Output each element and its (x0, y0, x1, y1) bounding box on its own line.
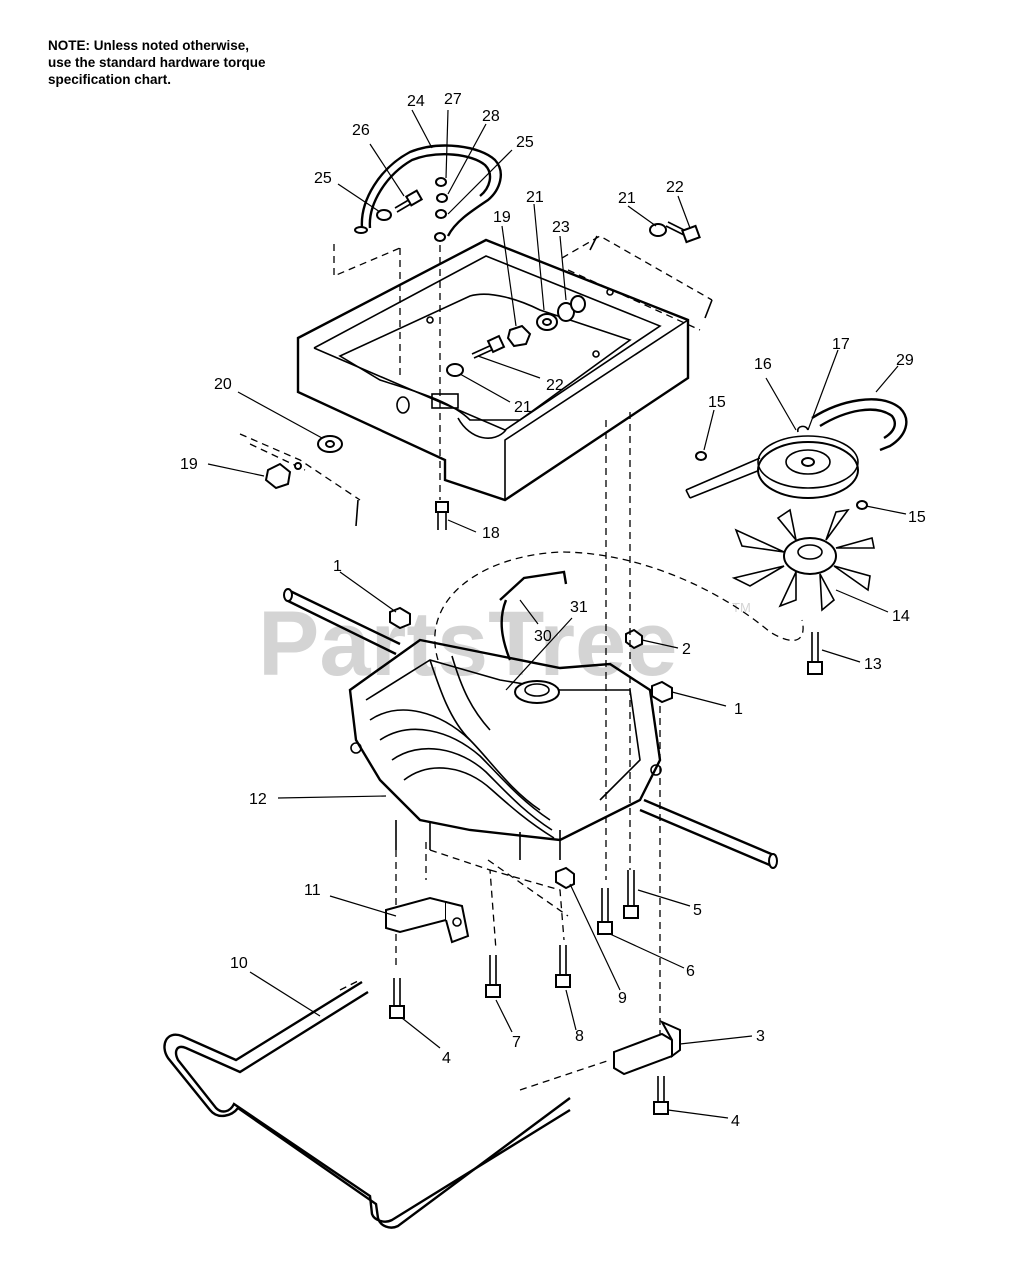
chassis-tray (296, 238, 690, 502)
callout-14: 14 (892, 608, 910, 625)
part-22-bolt-lower (471, 334, 506, 359)
left-rail-section (239, 433, 361, 527)
callout-26: 26 (352, 122, 370, 139)
callout-3: 3 (756, 1028, 765, 1045)
part-25-washer-left (376, 209, 392, 221)
callout-21-top: 21 (526, 189, 544, 206)
part-21-23-spacers (536, 295, 586, 331)
callout-21-lower: 21 (514, 399, 532, 416)
callout-19-left: 19 (180, 456, 198, 473)
callout-25-right: 25 (516, 134, 534, 151)
part-10-rod (163, 980, 571, 1229)
part-8-bolt (555, 945, 571, 988)
callout-11: 11 (304, 882, 321, 899)
callout-28: 28 (482, 108, 500, 125)
callout-16: 16 (754, 356, 772, 373)
part-12-transaxle (283, 588, 778, 869)
leader-lines (207, 109, 907, 1119)
callout-30: 30 (534, 628, 552, 645)
callout-29: 29 (896, 352, 914, 369)
callout-7: 7 (512, 1034, 521, 1051)
callout-labels: 24 27 28 26 25 25 21 21 22 19 23 22 21 2… (180, 91, 926, 1130)
part-26-bolt (394, 189, 424, 213)
callout-6: 6 (686, 963, 695, 980)
watermark-trademark: TM (732, 600, 751, 615)
torque-note: NOTE: Unless noted otherwise, use the st… (48, 37, 348, 88)
part-18-bolt (435, 501, 449, 530)
callout-22-lower: 22 (546, 377, 564, 394)
part-4-bolt-left (389, 978, 405, 1019)
part-15-screw-left (695, 451, 707, 461)
callout-27: 27 (444, 91, 462, 108)
callout-10: 10 (230, 955, 248, 972)
part-16-pulley (757, 435, 859, 499)
callout-15-right: 15 (908, 509, 926, 526)
part-13-bolt (807, 632, 823, 675)
part-14-fan (731, 508, 875, 612)
callout-31: 31 (570, 599, 588, 616)
callout-18: 18 (482, 525, 500, 542)
callout-25-left: 25 (314, 170, 332, 187)
callout-4-left: 4 (442, 1050, 451, 1067)
note-line-1: NOTE: Unless noted otherwise, (48, 38, 250, 53)
callout-2: 2 (682, 641, 691, 658)
callout-13: 13 (864, 656, 882, 673)
callout-8: 8 (575, 1028, 584, 1045)
guide-lines-rod (339, 979, 611, 1091)
callout-21-right: 21 (618, 190, 636, 207)
part-1-nut-left (389, 606, 411, 630)
part-3-bracket (613, 1019, 681, 1076)
guide-line-24 (333, 244, 401, 380)
part-21-washer-lower (446, 363, 464, 377)
callout-1-right: 1 (734, 701, 743, 718)
callout-15-left: 15 (708, 394, 726, 411)
callout-17: 17 (832, 336, 850, 353)
callout-5: 5 (693, 902, 702, 919)
guide-lines-bolts-5-6 (605, 412, 631, 880)
part-27-28-washers (434, 177, 448, 242)
part-6-bolt (597, 888, 613, 935)
part-31-rod (500, 599, 512, 661)
callout-22-right: 22 (666, 179, 684, 196)
part-15-screw-right (856, 500, 868, 510)
part-17-key (796, 425, 809, 433)
callout-19-upper: 19 (493, 209, 511, 226)
part-19-nut-upper (506, 324, 532, 348)
callout-23: 23 (552, 219, 570, 236)
part-19-washer (294, 462, 302, 470)
part-21-washer-right (649, 223, 667, 237)
callout-4-right: 4 (731, 1113, 740, 1130)
part-7-bolt (485, 955, 501, 998)
part-9-nut (555, 866, 575, 890)
part-30-linkage (499, 570, 568, 601)
part-11-bracket (385, 896, 470, 944)
watermark-text: PartsTree (258, 593, 677, 695)
callout-1-left: 1 (333, 558, 342, 575)
part-5-bolt (623, 870, 639, 919)
note-line-3: specification chart. (48, 72, 172, 87)
callout-20: 20 (214, 376, 232, 393)
part-29-belt (685, 398, 908, 499)
right-rail-section (561, 235, 713, 331)
callout-24: 24 (407, 93, 425, 110)
belt-route-dashed (434, 551, 804, 661)
callout-12: 12 (249, 791, 267, 808)
part-4-bolt-right (653, 1076, 669, 1115)
part-24-bracket (354, 144, 502, 237)
part-22-bolt-right (665, 221, 701, 244)
callout-9: 9 (618, 990, 627, 1007)
note-line-2: use the standard hardware torque (48, 55, 266, 70)
part-1-nut-right (651, 680, 673, 704)
part-20-hole (325, 440, 335, 448)
part-19-nut-left (264, 462, 292, 490)
